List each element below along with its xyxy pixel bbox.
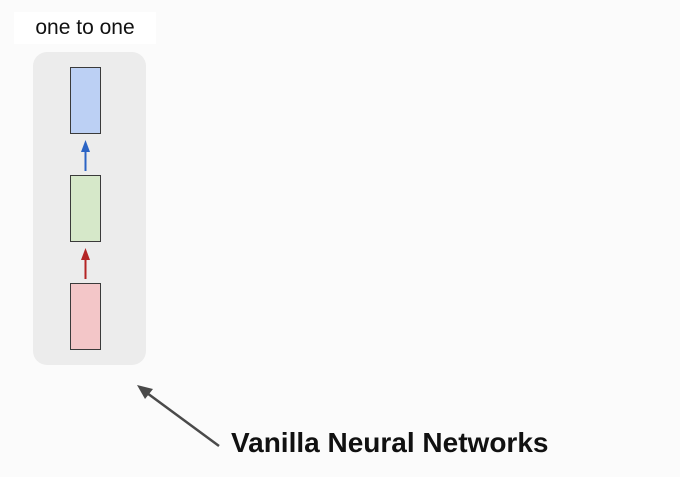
hidden-to-output-arrow — [81, 140, 90, 171]
diagram-title: one to one — [14, 12, 156, 44]
output-node — [70, 67, 101, 134]
input-node — [70, 283, 101, 350]
pointer-arrow — [137, 385, 220, 448]
input-to-hidden-arrow — [81, 248, 90, 279]
caption-label: Vanilla Neural Networks — [231, 427, 549, 458]
hidden-node — [70, 175, 101, 242]
